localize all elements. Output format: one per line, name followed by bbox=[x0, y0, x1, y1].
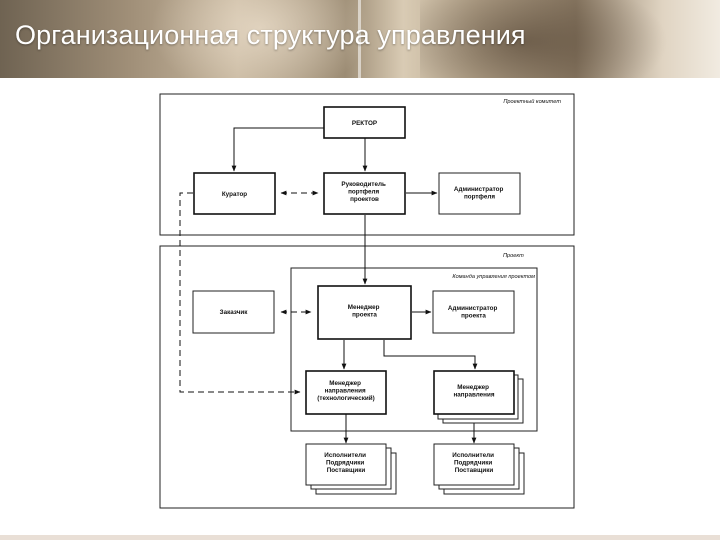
node-portfolio-head: Руководитель портфеля проектов bbox=[323, 172, 406, 215]
dashed-connectors bbox=[179, 190, 319, 395]
node-customer-label: Заказчик bbox=[220, 309, 249, 316]
node-executors-right-label: Исполнители Подрядчики Поставщики bbox=[452, 452, 495, 474]
node-direction-manager-tech: Менеджер направления (технологический) bbox=[305, 370, 387, 415]
header-photo-hands bbox=[150, 0, 370, 78]
node-direction-manager-label: Менеджер направления bbox=[453, 384, 494, 399]
node-project-manager: Менеджер проекта bbox=[317, 285, 412, 340]
node-executors-left: Исполнители Подрядчики Поставщики bbox=[305, 443, 387, 486]
zone-management-team-label: Команда управления проектом bbox=[452, 274, 535, 280]
node-rector-label: РЕКТОР bbox=[352, 120, 377, 127]
node-curator: Куратор bbox=[193, 172, 276, 215]
header-photo-divider bbox=[358, 0, 361, 78]
footer-strip bbox=[0, 535, 720, 540]
node-portfolio-admin-label: Администратор портфеля bbox=[454, 186, 505, 201]
node-portfolio-admin: Администратор портфеля bbox=[438, 172, 521, 215]
node-direction-manager: Менеджер направления bbox=[433, 370, 515, 415]
zone-project-label: Проект bbox=[503, 253, 524, 259]
node-executors-right: Исполнители Подрядчики Поставщики bbox=[433, 443, 515, 486]
node-curator-label: Куратор bbox=[222, 191, 247, 198]
node-portfolio-head-label: Руководитель портфеля проектов bbox=[341, 181, 387, 203]
node-customer: Заказчик bbox=[192, 290, 275, 334]
node-rector: РЕКТОР bbox=[323, 106, 406, 139]
page-title: Организационная структура управления bbox=[15, 20, 526, 50]
header-photo-face bbox=[420, 0, 680, 78]
header-banner: Организационная структура управления bbox=[0, 0, 720, 78]
node-direction-manager-tech-label: Менеджер направления (технологический) bbox=[317, 380, 374, 402]
node-project-admin-label: Администратор проекта bbox=[448, 305, 499, 320]
node-executors-left-label: Исполнители Подрядчики Поставщики bbox=[324, 452, 367, 474]
zone-project-committee-label: Проектный комитет bbox=[503, 98, 561, 105]
node-project-admin: Администратор проекта bbox=[432, 290, 515, 334]
node-project-manager-label: Менеджер проекта bbox=[348, 304, 382, 319]
